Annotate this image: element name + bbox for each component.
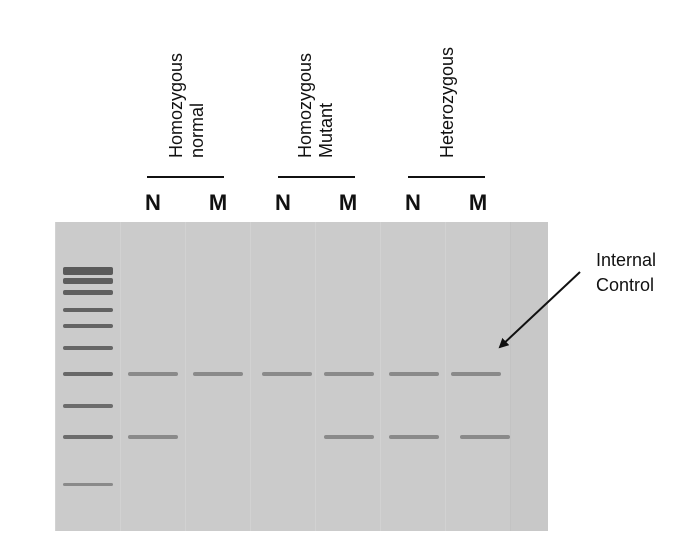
group-label-homozygous-mutant: Homozygous Mutant: [295, 52, 336, 158]
lane-label-3: N: [275, 190, 291, 215]
gel-lane-5: [380, 222, 446, 531]
ladder-band: [63, 404, 113, 408]
group-rule-homozygous-normal: [147, 176, 224, 178]
internal-control-callout: Internal Control: [596, 250, 657, 295]
gel-lane-2: [185, 222, 251, 531]
ladder-band: [63, 346, 113, 350]
sample-band-allele: [324, 435, 374, 439]
sample-band-internal-control: [324, 372, 374, 376]
sample-band-internal-control: [262, 372, 312, 376]
lane-label-2: M: [208, 190, 228, 215]
lane-label-6: M: [468, 190, 488, 215]
sample-band-internal-control: [451, 372, 501, 376]
ladder-band: [63, 435, 113, 439]
sample-band-allele: [460, 435, 510, 439]
lane-label-4: M: [338, 190, 358, 215]
gel-lane-3: [250, 222, 316, 531]
group-label-homozygous-normal: Homozygous normal: [166, 52, 207, 158]
ladder-band: [63, 278, 113, 284]
group-rule-heterozygous: [408, 176, 485, 178]
sample-band-allele: [128, 435, 178, 439]
ladder-band: [63, 372, 113, 376]
group-rule-homozygous-mutant: [278, 176, 355, 178]
ladder-band: [63, 483, 113, 486]
sample-band-allele: [389, 435, 439, 439]
gel-lane-1: [120, 222, 186, 531]
group-label-heterozygous: Heterozygous: [437, 46, 457, 158]
gel-image: [55, 222, 548, 531]
lane-label-5: N: [405, 190, 421, 215]
sample-band-internal-control: [389, 372, 439, 376]
ladder-band: [63, 267, 113, 275]
gel-lane-4: [315, 222, 381, 531]
sample-band-internal-control: [193, 372, 243, 376]
gel-lane-6: [445, 222, 511, 531]
ladder-band: [63, 290, 113, 295]
ladder-band: [63, 324, 113, 328]
lane-label-1: N: [145, 190, 161, 215]
sample-band-internal-control: [128, 372, 178, 376]
ladder-band: [63, 308, 113, 312]
